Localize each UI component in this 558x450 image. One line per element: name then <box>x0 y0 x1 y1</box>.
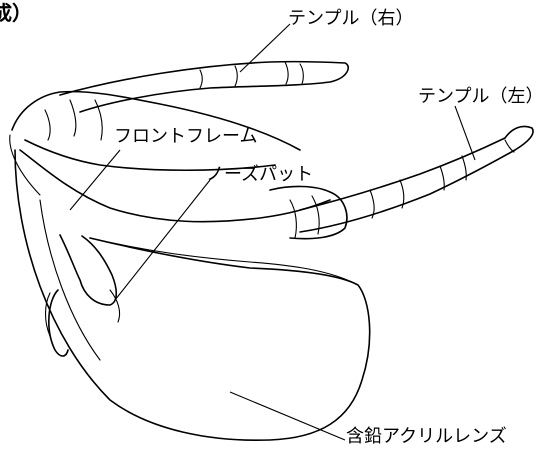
label-temple-right: テンプル（右） <box>288 8 413 29</box>
nose-pad <box>44 234 121 357</box>
leader-lens <box>229 391 346 441</box>
left-temple <box>299 125 534 233</box>
label-nose-pad: ノーズパット <box>206 164 313 185</box>
lens-outline <box>14 149 371 442</box>
label-lens: 含鉛アクリルレンズ <box>346 426 507 447</box>
label-temple-left: テンプル（左） <box>418 86 543 107</box>
lens <box>14 149 371 442</box>
label-front-frame: フロントフレーム <box>114 126 257 147</box>
corner-heading-fragment: 成） <box>0 1 32 25</box>
leader-temple-right <box>239 23 291 73</box>
leader-front-frame <box>69 149 121 211</box>
right-temple <box>59 60 349 113</box>
front-frame <box>9 90 348 240</box>
leader-nose-pad <box>114 179 211 301</box>
leader-temple-left <box>454 105 476 161</box>
